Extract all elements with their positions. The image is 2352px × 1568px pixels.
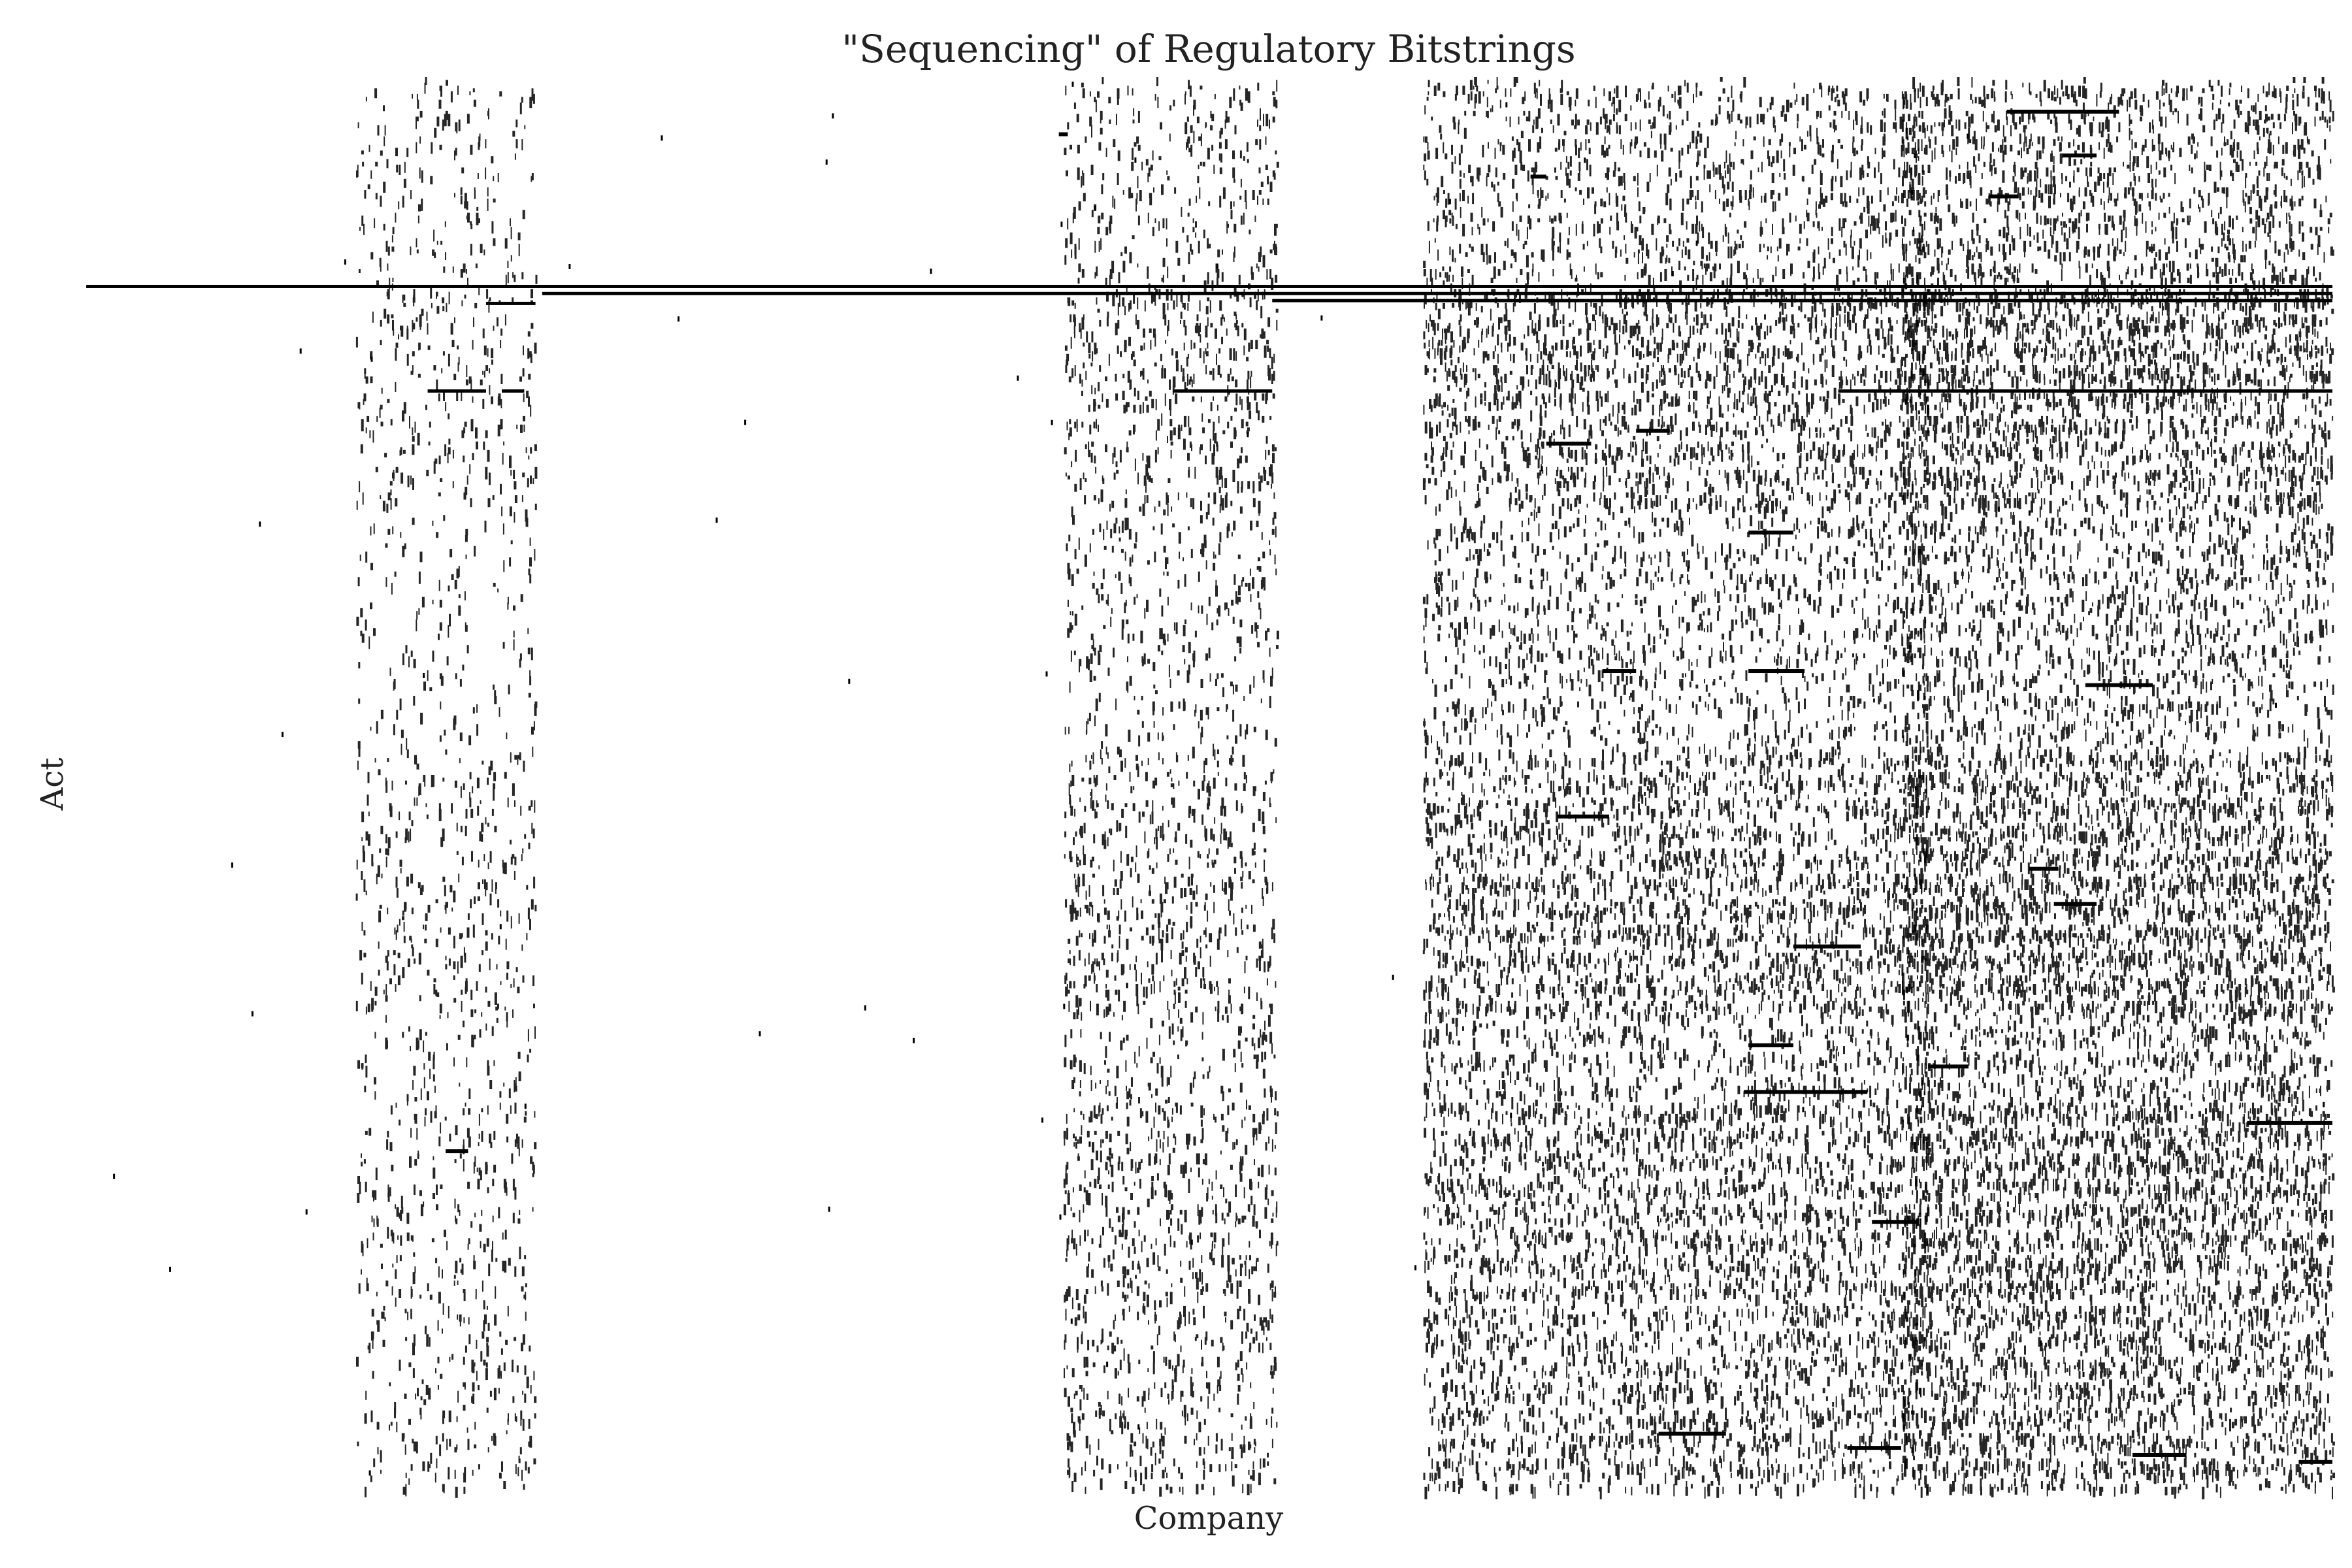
bit-segment-22: [1847, 1446, 1901, 1450]
bit-segment-14: [1793, 944, 1861, 949]
bit-segment-23: [2132, 1452, 2187, 1457]
bit-cluster-2: [1422, 77, 1931, 1499]
bit-segment-24: [2298, 1460, 2332, 1464]
bit-segment-8: [1602, 669, 1637, 674]
bit-segment-5: [1636, 429, 1670, 433]
x-axis-label: Company: [1134, 1500, 1284, 1537]
bit-segment-6: [1546, 441, 1592, 446]
bit-cluster-3: [1901, 77, 2335, 1499]
bit-run-line-2: [1272, 299, 2332, 302]
bit-segment-16: [1928, 1064, 1969, 1069]
bit-run-line-0: [86, 284, 2332, 288]
bit-segment-12: [2029, 866, 2059, 871]
bit-run-line-5: [1173, 389, 1273, 393]
bit-segment-10: [1748, 669, 1805, 674]
bit-segment-15: [1748, 1043, 1793, 1047]
bit-segment-21: [1658, 1431, 1726, 1436]
bit-cluster-1: [1063, 77, 1279, 1497]
bit-segment-17: [1744, 1090, 1868, 1094]
bit-segment-0: [2006, 109, 2119, 114]
bit-segment-9: [2085, 683, 2153, 687]
bit-segment-18: [2247, 1120, 2332, 1125]
bit-segment-20: [1872, 1220, 1917, 1224]
bit-segment-19: [446, 1149, 468, 1154]
bit-segment-11: [1557, 814, 1609, 819]
y-axis-label: Act: [34, 758, 71, 811]
bit-segment-13: [2053, 902, 2097, 906]
bit-cluster-0: [355, 77, 538, 1498]
bit-segment-2: [2063, 153, 2097, 157]
bit-segment-4: [1988, 194, 2018, 199]
bit-run-line-4: [1838, 389, 2332, 393]
chart-title: "Sequencing" of Regulatory Bitstrings: [841, 27, 1575, 71]
bit-run-line-6: [427, 389, 486, 393]
bitstring-matrix: [86, 77, 2335, 1499]
bit-segment-3: [1530, 174, 1546, 179]
bit-segment-7: [1748, 531, 1793, 535]
bit-segment-1: [1058, 132, 1068, 137]
bit-run-line-3: [485, 301, 536, 305]
bit-run-line-7: [502, 389, 525, 393]
bit-run-line-1: [542, 291, 2332, 295]
